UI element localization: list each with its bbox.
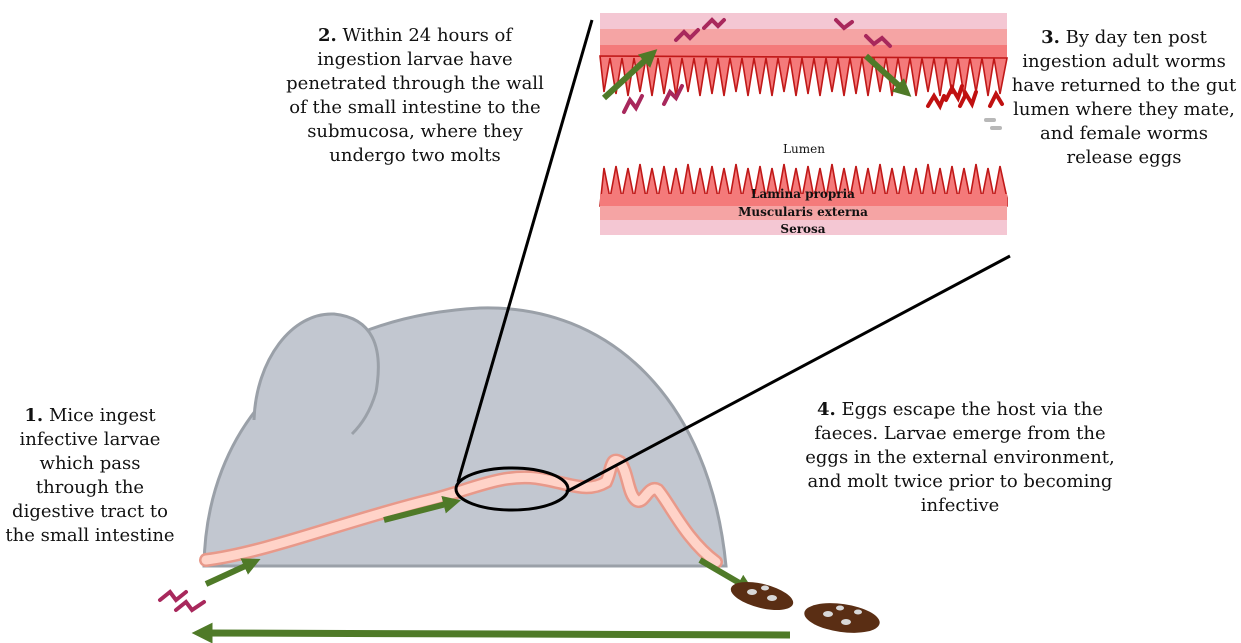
- top-serosa: [600, 13, 1007, 29]
- top-muscularis: [600, 29, 1007, 45]
- step-description: Eggs escape the host via the faeces. Lar…: [805, 399, 1115, 516]
- step-4-text: 4. Eggs escape the host via the faeces. …: [800, 398, 1120, 518]
- lamina-propria-label: Lamina propria: [751, 187, 855, 201]
- mouse-ear: [254, 314, 378, 434]
- mouse-body: [204, 308, 726, 566]
- step-1-text: 1. Mice ingest infective larvae which pa…: [2, 404, 178, 548]
- step-description: Mice ingest infective larvae which pass …: [5, 405, 174, 546]
- released-egg: [984, 118, 996, 122]
- muscularis-externa-label: Muscularis externa: [738, 205, 868, 219]
- step-number: 1.: [24, 405, 43, 426]
- infective-larvae: [160, 592, 204, 610]
- step-description: Within 24 hours of ingestion larvae have…: [286, 25, 544, 166]
- step-2-text: 2. Within 24 hours of ingestion larvae h…: [278, 24, 552, 168]
- released-egg: [990, 126, 1002, 130]
- step-description: By day ten post ingestion adult worms ha…: [1012, 27, 1236, 168]
- serosa-label: Serosa: [780, 222, 825, 236]
- step-number: 3.: [1041, 27, 1060, 48]
- step-3-text: 3. By day ten post ingestion adult worms…: [1010, 26, 1238, 170]
- faeces-pellets: [728, 577, 882, 638]
- arrow-return-to-environment: [200, 633, 790, 635]
- intestine-cross-section-inset: Lumen Lamina propria Muscularis externa …: [600, 13, 1007, 236]
- step-number: 4.: [817, 399, 836, 420]
- lumen-label: Lumen: [783, 142, 825, 156]
- step-number: 2.: [318, 25, 337, 46]
